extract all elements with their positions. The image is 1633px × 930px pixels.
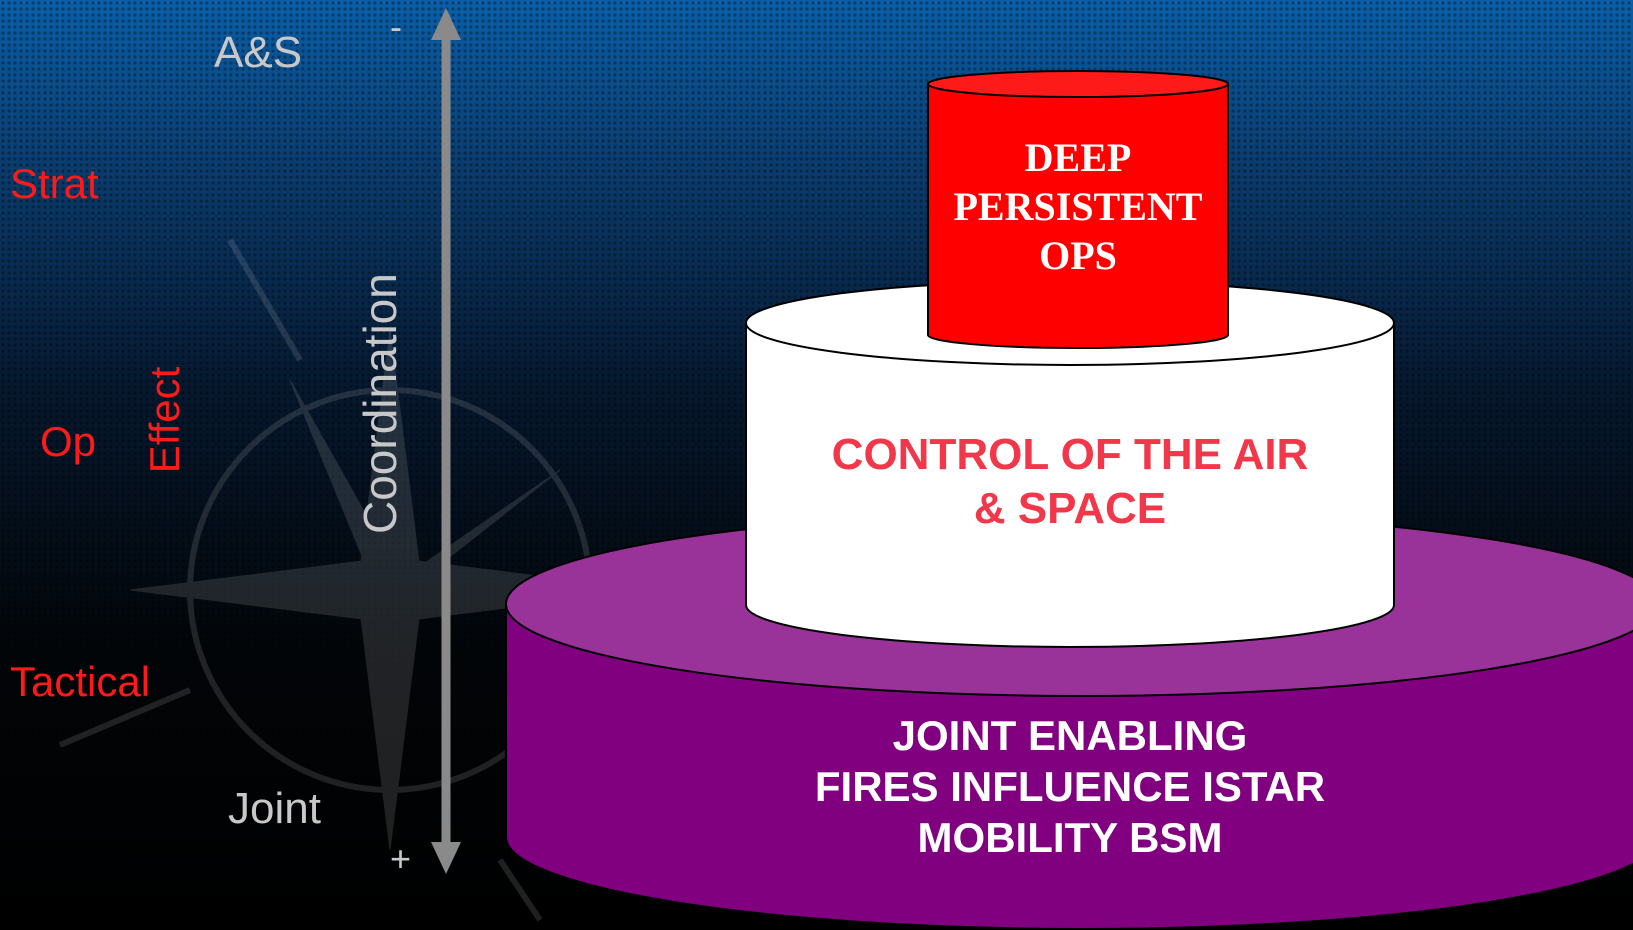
bottom-tier-line: FIRES INFLUENCE ISTAR [814,763,1326,811]
top-tier-line: PERSISTENT [953,183,1203,229]
coordination-axis-arrow [431,8,461,874]
effect-level-tactical: Tactical [10,658,151,705]
effect-axis-title: Effect [141,366,188,474]
effect-level-op: Op [40,418,97,465]
middle-tier-label: CONTROL OF THE AIR & SPACE [760,428,1380,535]
middle-tier-line: CONTROL OF THE AIR [831,430,1309,479]
axis-plus-sign: + [390,838,412,879]
top-tier-line: OPS [1039,232,1117,278]
coordination-axis-title: Coordination [354,273,406,534]
middle-tier-line: & SPACE [973,483,1167,533]
axis-bottom-label: Joint [228,784,321,833]
top-tier-label: DEEP PERSISTENT OPS [918,134,1238,280]
top-tier-line: DEEP [1024,135,1132,180]
effect-level-strat: Strat [10,160,99,207]
compass-star-watermark [58,238,651,922]
bottom-tier-line: MOBILITY BSM [917,814,1223,862]
top-tier-cylinder [927,70,1229,349]
axis-minus-sign: - [390,6,402,47]
bottom-tier-label: JOINT ENABLING FIRES INFLUENCE ISTAR MOB… [740,710,1400,864]
bottom-tier-line: JOINT ENABLING [892,712,1248,759]
axis-top-label: A&S [214,28,303,77]
